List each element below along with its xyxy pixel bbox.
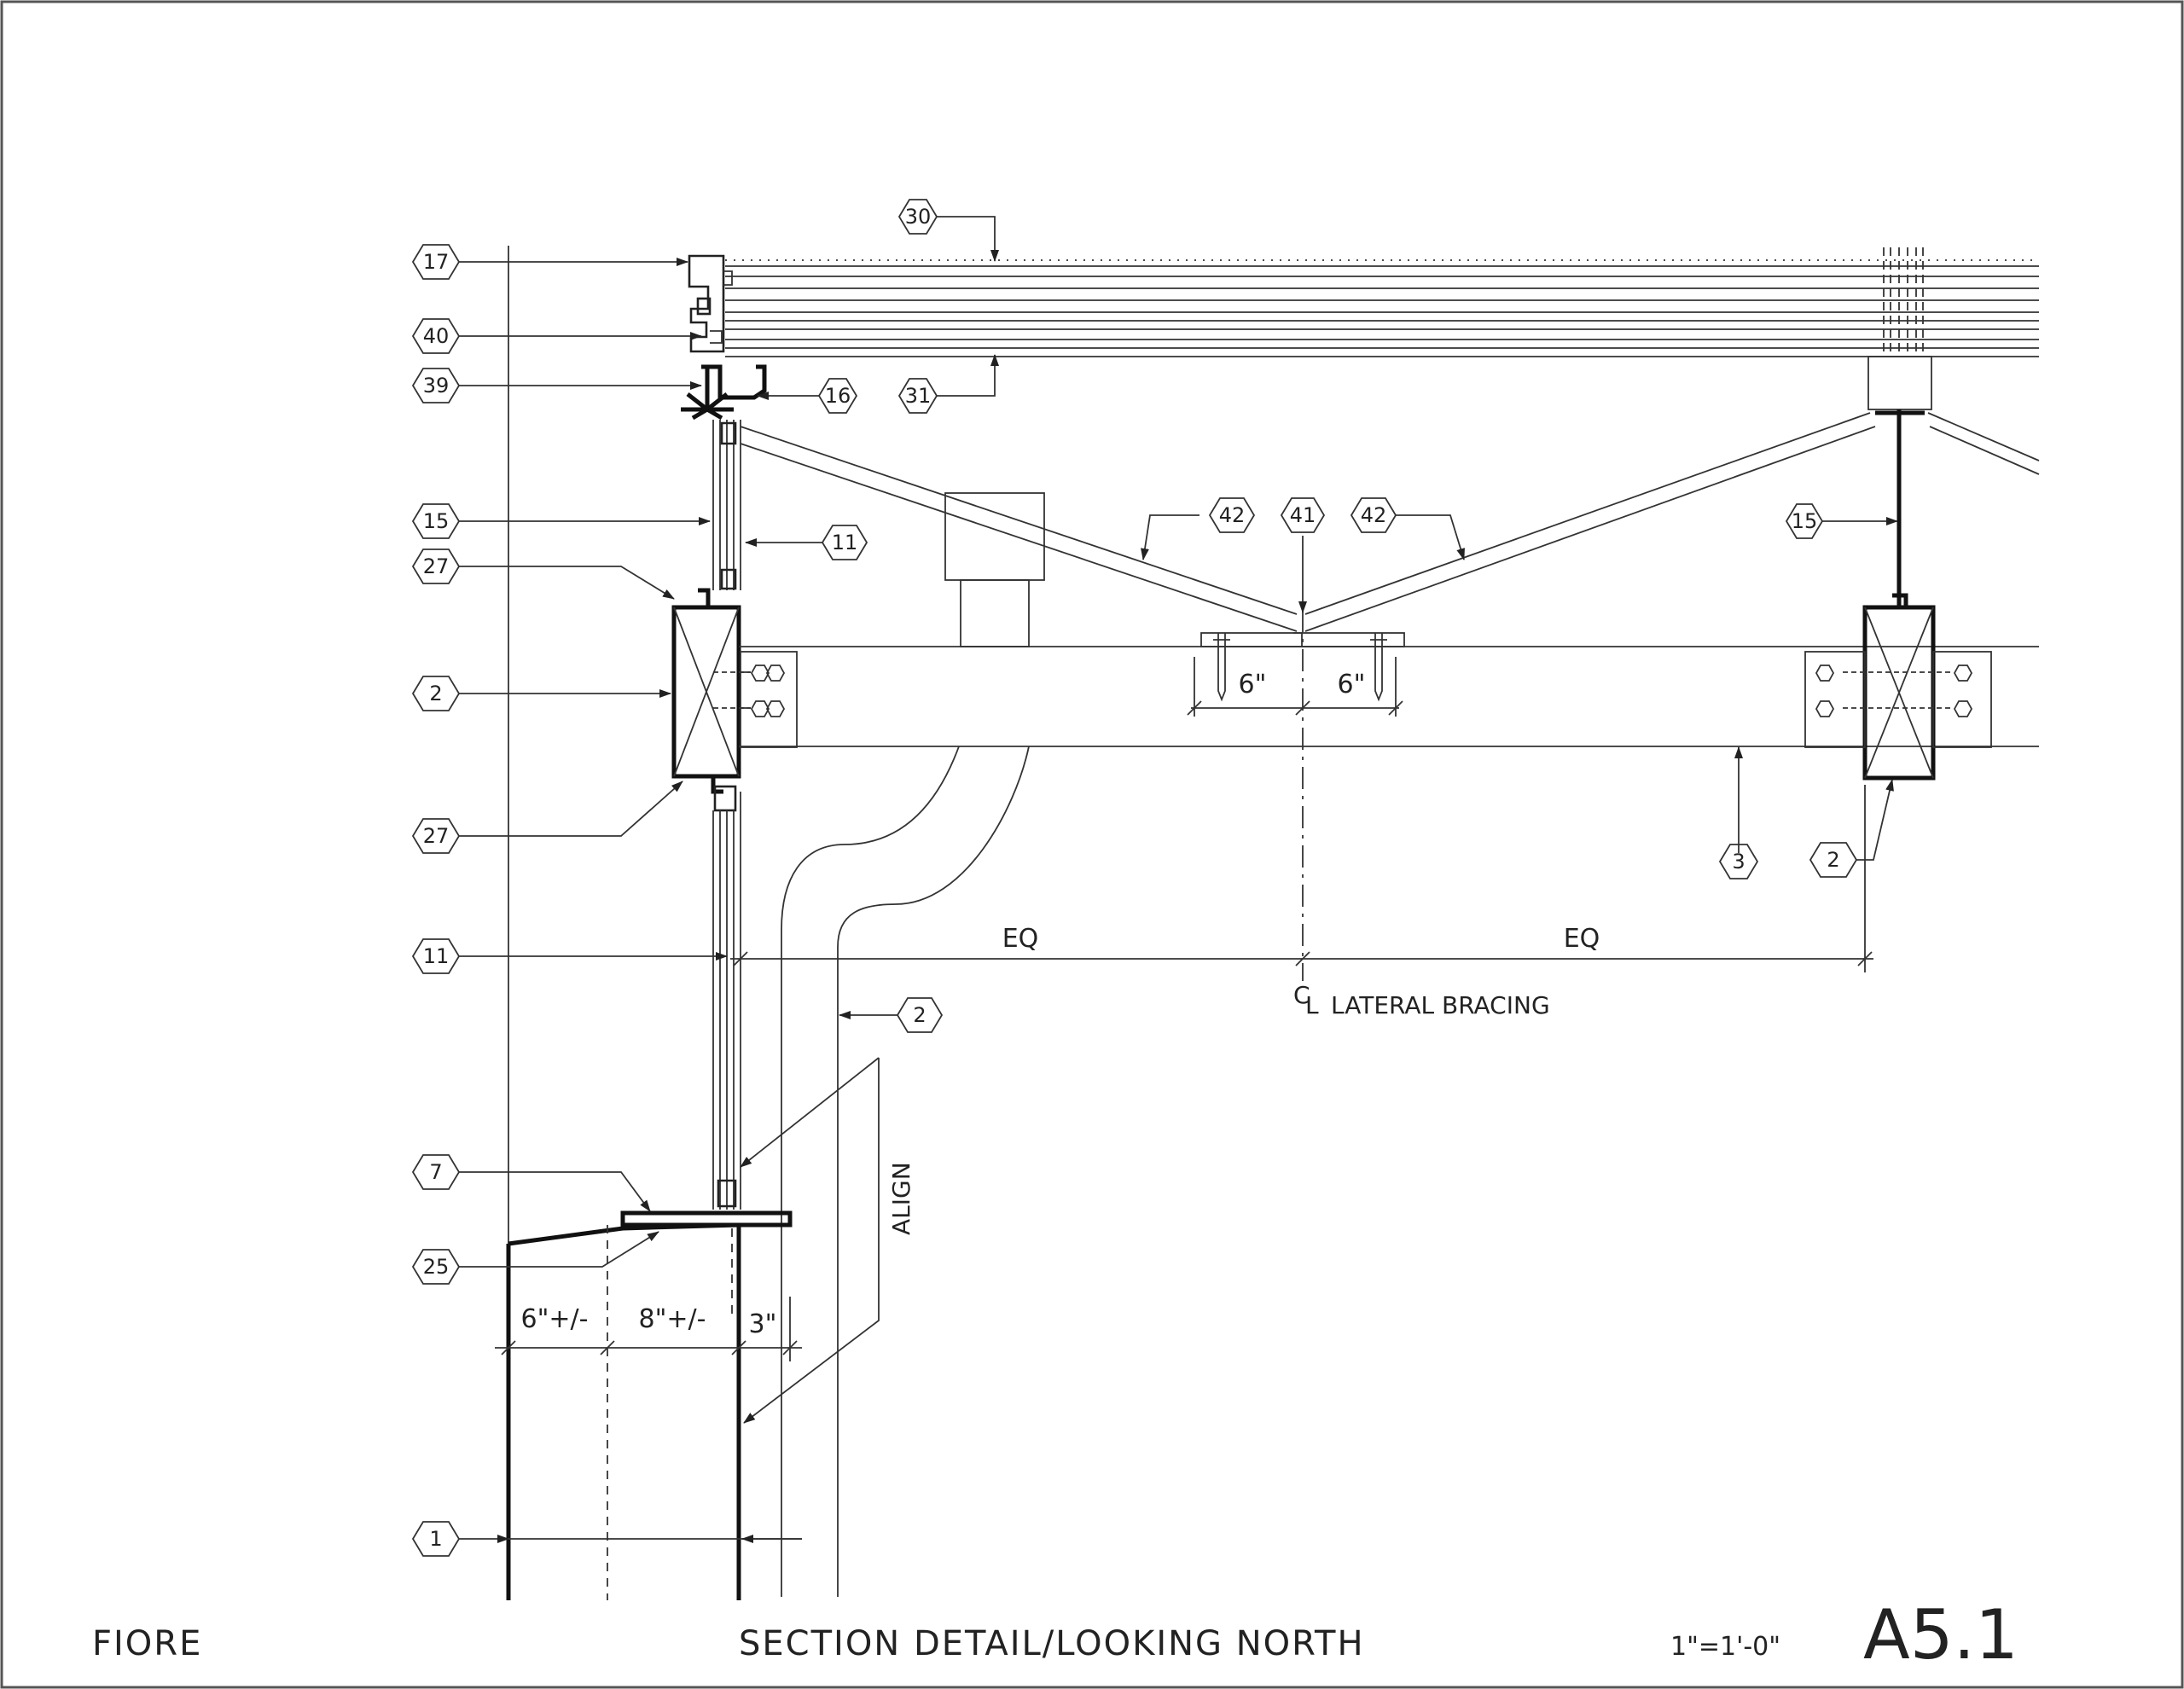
tag-11-lower: 11	[411, 938, 461, 974]
lateral-bracing	[740, 412, 2040, 702]
edge-extrusion	[688, 254, 733, 353]
tag-3: 3	[1718, 844, 1759, 879]
beam-left	[671, 605, 751, 779]
dim-6-right: 6"	[1338, 670, 1366, 699]
tag-42-right: 42	[1350, 497, 1397, 533]
duct	[781, 492, 1045, 1597]
drawing-scale: 1"=1'-0"	[1670, 1632, 1780, 1662]
dimension-lines	[495, 657, 1873, 1540]
svg-text:11: 11	[423, 944, 450, 968]
beam-right	[1804, 409, 1992, 781]
svg-text:11: 11	[832, 531, 858, 554]
dim-base-3: 3"	[749, 1309, 777, 1339]
storefront-mullion-lower	[711, 778, 741, 1210]
svg-text:1: 1	[429, 1527, 442, 1551]
tag-39: 39	[411, 368, 461, 403]
svg-text:39: 39	[423, 374, 450, 398]
svg-text:2: 2	[429, 682, 442, 705]
svg-text:42: 42	[1219, 503, 1246, 527]
svg-text:7: 7	[429, 1160, 442, 1184]
svg-text:2: 2	[1827, 848, 1839, 872]
sheet-number: A5.1	[1863, 1595, 2018, 1674]
tag-25: 25	[411, 1249, 461, 1285]
lateral-bracing-note: LATERAL BRACING	[1331, 991, 1550, 1019]
dim-6-left: 6"	[1239, 670, 1267, 699]
svg-text:3: 3	[1732, 850, 1745, 874]
tag-27-upper: 27	[411, 548, 461, 584]
tag-30: 30	[897, 199, 938, 235]
storefront-mullion-upper	[698, 420, 741, 607]
project-name: FIORE	[92, 1624, 202, 1663]
tag-11-upper: 11	[821, 525, 868, 560]
leader-lines	[459, 216, 1898, 1543]
align-leader	[740, 1057, 880, 1424]
svg-text:27: 27	[423, 824, 450, 848]
svg-text:31: 31	[905, 384, 932, 408]
dim-eq-right: EQ	[1564, 924, 1600, 954]
gutter-and-connector	[681, 364, 767, 421]
tag-41: 41	[1280, 497, 1326, 533]
svg-text:42: 42	[1361, 503, 1387, 527]
svg-text:15: 15	[423, 509, 450, 533]
tag-2-right: 2	[1809, 842, 1858, 878]
svg-text:17: 17	[423, 250, 450, 274]
svg-text:15: 15	[1792, 509, 1818, 533]
centerline-symbol: C	[1293, 981, 1310, 1009]
dim-eq-left: EQ	[1002, 924, 1039, 954]
dim-base-6: 6"+/-	[521, 1304, 589, 1334]
svg-text:25: 25	[423, 1255, 450, 1279]
main-beam	[739, 646, 2039, 748]
svg-text:2: 2	[913, 1003, 926, 1027]
svg-text:40: 40	[423, 324, 450, 348]
tag-1: 1	[411, 1521, 461, 1557]
svg-text:27: 27	[423, 554, 450, 578]
tag-40: 40	[411, 318, 461, 354]
sill-and-wall	[506, 1210, 793, 1600]
svg-text:41: 41	[1290, 503, 1316, 527]
tag-17: 17	[411, 244, 461, 280]
tag-15-right: 15	[1785, 503, 1824, 539]
dim-base-8: 8"+/-	[639, 1304, 706, 1334]
roof-panel-assembly	[725, 247, 2039, 410]
tag-42-left: 42	[1208, 497, 1256, 533]
tag-2-duct: 2	[896, 997, 944, 1033]
tag-2-left: 2	[411, 676, 461, 711]
drawing-title: SECTION DETAIL/LOOKING NORTH	[739, 1624, 1365, 1663]
align-note: ALIGN	[887, 1162, 915, 1235]
tag-16: 16	[817, 378, 858, 414]
svg-text:16: 16	[825, 384, 851, 408]
tag-27-lower: 27	[411, 818, 461, 854]
svg-text:30: 30	[905, 205, 932, 229]
tag-15-left: 15	[411, 503, 461, 539]
tag-7: 7	[411, 1154, 461, 1190]
tag-31: 31	[897, 378, 938, 414]
centerline-sub: L	[1305, 991, 1319, 1019]
